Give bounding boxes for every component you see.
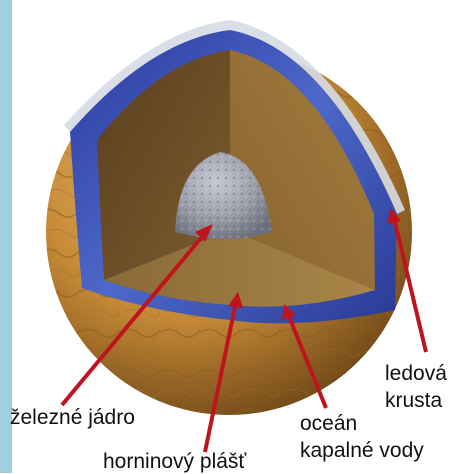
label-ice-line-2: krusta bbox=[385, 387, 447, 414]
label-iron-core: železné jádro bbox=[10, 405, 135, 430]
label-ocean-line-1: oceán bbox=[300, 410, 424, 437]
label-ice-line-1: ledová bbox=[385, 360, 447, 387]
label-ocean-line-2: kapalné vody bbox=[300, 437, 424, 464]
label-ice-crust: ledová krusta bbox=[385, 360, 447, 414]
label-rock-mantle: horninový plášť bbox=[103, 449, 246, 474]
label-ocean: oceán kapalné vody bbox=[300, 410, 424, 464]
